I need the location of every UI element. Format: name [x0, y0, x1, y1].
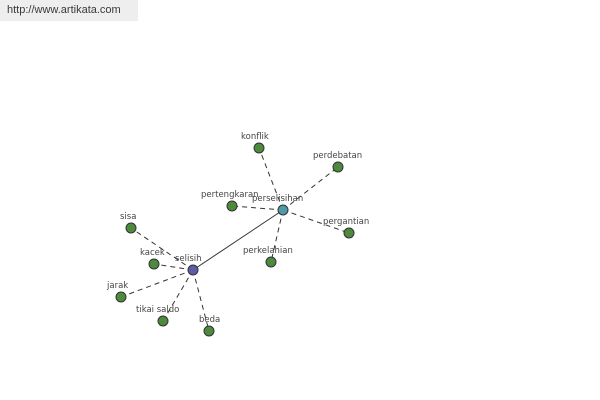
node-label-kacek: kacek: [140, 248, 165, 258]
node-circle-konflik[interactable]: [253, 142, 265, 154]
node-circle-beda[interactable]: [203, 325, 215, 337]
edge-perselisihan-perdebatan: [282, 166, 339, 211]
node-jarak[interactable]: jarak: [106, 281, 128, 303]
node-label-pertengkaran: pertengkaran: [201, 190, 259, 200]
node-pertengkaran[interactable]: pertengkaran: [201, 190, 259, 212]
edge-perselisihan-konflik: [258, 147, 284, 211]
edge-selisih-tikai-saldo: [162, 269, 194, 322]
edge-perselisihan-pergantian: [282, 209, 350, 234]
node-circle-jarak[interactable]: [115, 291, 127, 303]
node-label-tikai-saldo: tikai saldo: [136, 305, 179, 315]
node-label-konflik: konflik: [241, 132, 269, 142]
watermark-bar: http://www.artikata.com: [0, 0, 138, 21]
node-circle-perselisihan[interactable]: [277, 204, 289, 216]
node-kacek[interactable]: kacek: [140, 248, 165, 270]
node-label-sisa: sisa: [120, 212, 136, 222]
edges-layer: [120, 147, 350, 332]
node-circle-perdebatan[interactable]: [332, 161, 344, 173]
node-circle-sisa[interactable]: [125, 222, 137, 234]
edge-selisih-perselisihan: [192, 209, 284, 271]
node-perdebatan[interactable]: perdebatan: [313, 151, 362, 173]
node-perkelahian[interactable]: perkelahian: [243, 246, 293, 268]
edge-selisih-beda: [192, 269, 210, 332]
watermark-link[interactable]: http://www.artikata.com: [7, 4, 121, 16]
node-tikai-saldo[interactable]: tikai saldo: [136, 305, 179, 327]
node-label-perselisihan: perselisihan: [252, 194, 303, 204]
nodes-layer: selisih perselisihan konflik perdebatan pert…: [106, 132, 369, 337]
node-label-beda: beda: [199, 315, 220, 325]
node-konflik[interactable]: konflik: [241, 132, 269, 154]
node-sisa[interactable]: sisa: [120, 212, 137, 234]
node-label-selisih: selisih: [175, 254, 202, 264]
node-circle-pergantian[interactable]: [343, 227, 355, 239]
node-label-perkelahian: perkelahian: [243, 246, 293, 256]
node-circle-tikai-saldo[interactable]: [157, 315, 169, 327]
node-circle-pertengkaran[interactable]: [226, 200, 238, 212]
node-label-jarak: jarak: [106, 281, 128, 291]
edge-selisih-sisa: [130, 227, 194, 271]
node-pergantian[interactable]: pergantian: [323, 217, 369, 239]
node-beda[interactable]: beda: [199, 315, 220, 337]
node-label-pergantian: pergantian: [323, 217, 369, 227]
edge-perselisihan-pertengkaran: [231, 205, 284, 211]
node-circle-selisih[interactable]: [187, 264, 199, 276]
edge-selisih-kacek: [153, 263, 194, 271]
node-circle-perkelahian[interactable]: [265, 256, 277, 268]
edge-selisih-jarak: [120, 269, 194, 298]
node-perselisihan[interactable]: perselisihan: [252, 194, 303, 216]
node-circle-kacek[interactable]: [148, 258, 160, 270]
node-label-perdebatan: perdebatan: [313, 151, 362, 161]
node-selisih[interactable]: selisih: [175, 254, 202, 276]
